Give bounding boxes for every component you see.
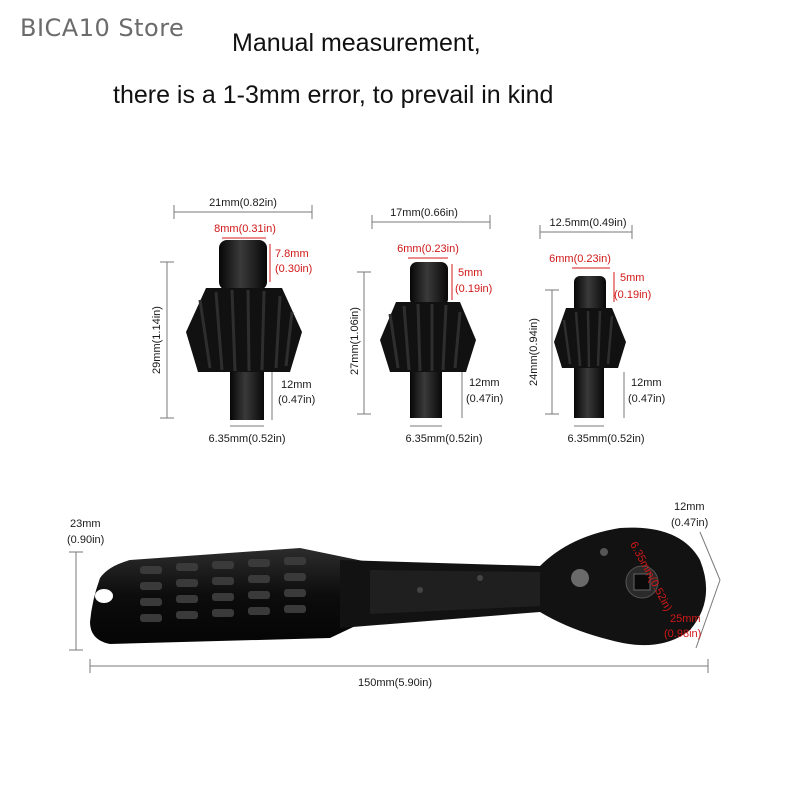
ratchet-wrench: 23mm (0.90in) xyxy=(67,501,721,689)
socket-medium-top-width: 6mm(0.23in) xyxy=(397,243,459,255)
wrench-neck-inlay xyxy=(370,570,540,614)
wrench-head-width-mm: 25mm xyxy=(670,613,701,625)
wrench-screw xyxy=(417,587,423,593)
socket-small-width: 12.5mm(0.49in) xyxy=(549,217,626,229)
heading-line-1: Manual measurement, xyxy=(232,29,481,57)
socket-small: 12.5mm(0.49in) 6mm(0.23in) 5mm (0.19in) … xyxy=(528,217,665,445)
wrench-handle-height-mm: 23mm xyxy=(70,518,101,530)
socket-small-top-height-in: (0.19in) xyxy=(614,289,651,301)
wrench-head-thickness-in: (0.47in) xyxy=(671,517,708,529)
socket-small-shank-mm: 12mm xyxy=(631,377,662,389)
wrench-screw xyxy=(477,575,483,581)
socket-medium-height: 27mm(1.06in) xyxy=(349,307,361,375)
wrench-length: 150mm(5.90in) xyxy=(358,677,432,689)
socket-medium-top-height-mm: 5mm xyxy=(458,267,482,279)
socket-large-shank xyxy=(230,372,264,420)
store-watermark: BICA10 Store xyxy=(20,14,185,42)
wrench-head-width-in: (0.98in) xyxy=(664,628,701,640)
socket-small-drive: 6.35mm(0.52in) xyxy=(567,433,644,445)
socket-large-shank-in: (0.47in) xyxy=(278,394,315,406)
wrench-release-button xyxy=(571,569,589,587)
socket-medium-drive: 6.35mm(0.52in) xyxy=(405,433,482,445)
wrench-switch xyxy=(600,548,608,556)
socket-large-height: 29mm(1.14in) xyxy=(151,306,163,374)
socket-medium-cap xyxy=(410,262,448,306)
socket-small-shank-in: (0.47in) xyxy=(628,393,665,405)
socket-medium-width: 17mm(0.66in) xyxy=(390,207,458,219)
socket-small-cap xyxy=(574,276,606,314)
socket-medium-shank-mm: 12mm xyxy=(469,377,500,389)
socket-small-shank xyxy=(574,368,604,418)
wrench-drive-square xyxy=(633,573,651,591)
socket-small-top-height-mm: 5mm xyxy=(620,272,644,284)
socket-large-width: 21mm(0.82in) xyxy=(209,197,277,209)
socket-medium-shank xyxy=(410,372,442,418)
socket-medium-top-height-in: (0.19in) xyxy=(455,283,492,295)
heading-line-2: there is a 1-3mm error, to prevail in ki… xyxy=(113,81,554,109)
socket-large-drive: 6.35mm(0.52in) xyxy=(208,433,285,445)
wrench-grip-texture xyxy=(140,557,306,622)
socket-medium: 17mm(0.66in) 6mm(0.23in) 5mm (0.19in) 27… xyxy=(349,207,503,445)
wrench-head-thickness-mm: 12mm xyxy=(674,501,705,513)
socket-large-gear xyxy=(186,288,302,372)
wrench-hang-hole xyxy=(95,589,113,603)
socket-large: 21mm(0.82in) 8mm(0.31in) 7.8mm (0.30in) … xyxy=(151,197,315,445)
socket-large-cap xyxy=(219,240,267,290)
socket-medium-shank-in: (0.47in) xyxy=(466,393,503,405)
socket-small-height: 24mm(0.94in) xyxy=(528,318,540,386)
socket-large-shank-mm: 12mm xyxy=(281,379,312,391)
socket-large-top-height-in: (0.30in) xyxy=(275,263,312,275)
socket-large-top-width: 8mm(0.31in) xyxy=(214,223,276,235)
socket-large-top-height-mm: 7.8mm xyxy=(275,248,309,260)
socket-small-top-width: 6mm(0.23in) xyxy=(549,253,611,265)
wrench-handle-height-in: (0.90in) xyxy=(67,534,104,546)
